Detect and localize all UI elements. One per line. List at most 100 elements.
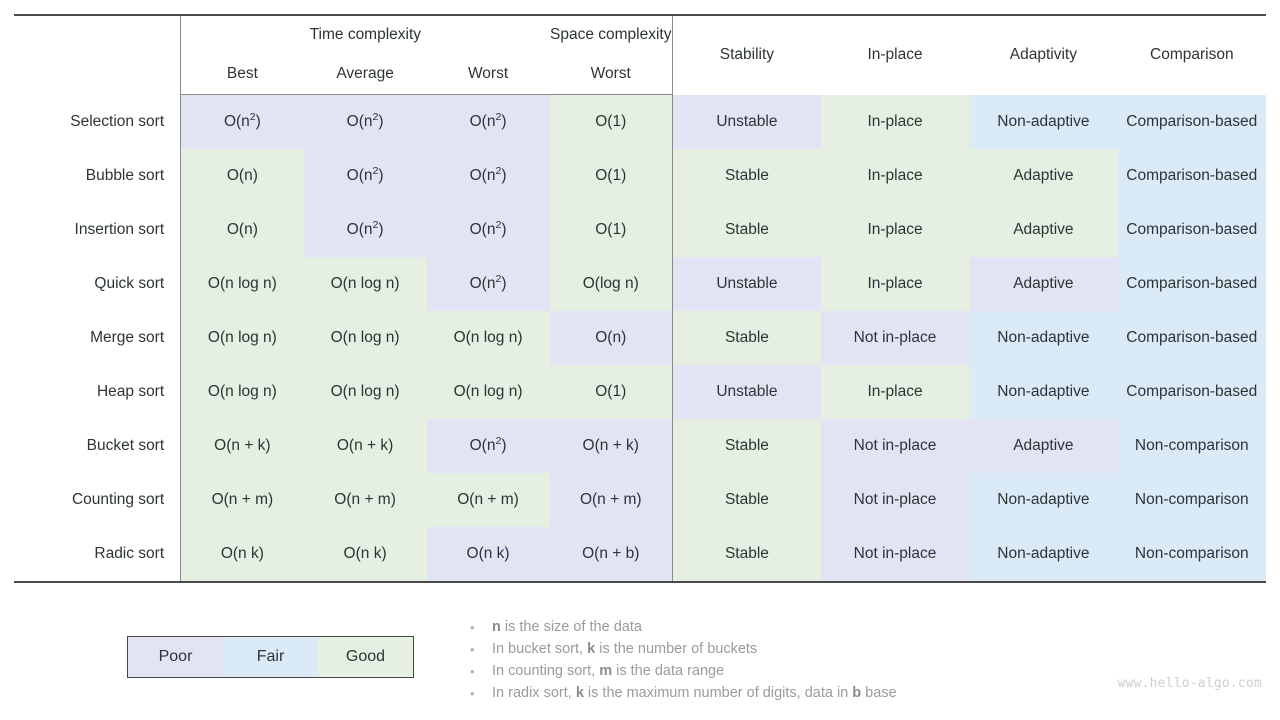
bullet-icon: • [470, 664, 475, 679]
cell: O(n log n) [426, 311, 550, 365]
cell: In-place [820, 94, 970, 149]
cell: Non-adaptive [969, 94, 1118, 149]
cell: O(n + m) [180, 473, 304, 527]
footnote-text: In bucket sort, k is the number of bucke… [492, 641, 758, 657]
header-stability: Stability [671, 14, 821, 95]
cell: Comparison-based [1117, 203, 1266, 257]
cell: Unstable [671, 94, 821, 149]
footnote-text: n is the size of the data [492, 619, 642, 635]
cell: O(n log n) [303, 257, 427, 311]
cell: Comparison-based [1117, 94, 1266, 149]
cell: O(n log n) [180, 257, 304, 311]
cell: Non-adaptive [969, 473, 1118, 527]
header-comparison: Comparison [1117, 14, 1266, 95]
cell: Non-adaptive [969, 311, 1118, 365]
cell: O(n2) [303, 94, 427, 149]
cell: O(n log n) [303, 311, 427, 365]
cell: Comparison-based [1117, 149, 1266, 203]
cell: Comparison-based [1117, 257, 1266, 311]
subheader-2-worst: Worst [426, 54, 550, 95]
cell: O(log n) [549, 257, 673, 311]
cell: Non-comparison [1117, 527, 1266, 583]
cell: O(n k) [180, 527, 304, 583]
cell: O(n2) [426, 94, 550, 149]
row-label-heap-sort: Heap sort [14, 365, 181, 419]
cell: Not in-place [820, 527, 970, 583]
cell: O(n2) [303, 149, 427, 203]
legend-item-fair: Fair [223, 637, 318, 677]
cell: O(n2) [426, 257, 550, 311]
cell: Adaptive [969, 203, 1118, 257]
legend-label: Poor [158, 648, 193, 665]
cell: O(n + m) [426, 473, 550, 527]
cell: O(n + b) [549, 527, 673, 583]
header-adaptivity: Adaptivity [969, 14, 1118, 95]
cell: Stable [671, 311, 821, 365]
cell: In-place [820, 203, 970, 257]
cell: O(n) [549, 311, 673, 365]
cell: Adaptive [969, 149, 1118, 203]
cell: In-place [820, 149, 970, 203]
cell: O(n log n) [180, 365, 304, 419]
bullet-icon: • [470, 620, 475, 635]
bullet-icon: • [470, 686, 475, 701]
footnote-text: In counting sort, m is the data range [492, 663, 725, 679]
cell: O(n log n) [426, 365, 550, 419]
cell: Non-comparison [1117, 419, 1266, 473]
site-watermark: www.hello-algo.com [1117, 676, 1262, 691]
cell: O(n) [180, 203, 304, 257]
cell: O(n + k) [303, 419, 427, 473]
row-label-insertion-sort: Insertion sort [14, 203, 181, 257]
footnote-item: • In radix sort, k is the maximum number … [470, 683, 1070, 704]
cell: O(n k) [303, 527, 427, 583]
header-in-place: In-place [820, 14, 970, 95]
cell: Non-comparison [1117, 473, 1266, 527]
legend-item-good: Good [318, 637, 413, 677]
row-label-bubble-sort: Bubble sort [14, 149, 181, 203]
cell: Comparison-based [1117, 365, 1266, 419]
row-label-radic-sort: Radic sort [14, 527, 181, 583]
cell: Unstable [671, 257, 821, 311]
row-label-quick-sort: Quick sort [14, 257, 181, 311]
cell: O(n k) [426, 527, 550, 583]
cell: O(1) [549, 203, 673, 257]
legend-label: Good [345, 648, 386, 665]
cell: O(n + k) [549, 419, 673, 473]
cell: In-place [820, 257, 970, 311]
cell: O(n2) [303, 203, 427, 257]
cell: Stable [671, 527, 821, 583]
header-space-complexity: Space complexity [549, 14, 673, 54]
footnote-item: • In bucket sort, k is the number of buck… [470, 639, 1070, 660]
header-time-complexity: Time complexity [180, 14, 550, 54]
legend-item-poor: Poor [128, 637, 223, 677]
bullet-icon: • [470, 642, 475, 657]
cell: Stable [671, 473, 821, 527]
quality-legend: Poor Fair Good [127, 636, 414, 678]
cell: O(n2) [426, 419, 550, 473]
cell: O(n2) [426, 149, 550, 203]
subheader-0-best: Best [180, 54, 304, 95]
cell: In-place [820, 365, 970, 419]
cell: Comparison-based [1117, 311, 1266, 365]
cell: Unstable [671, 365, 821, 419]
row-label-counting-sort: Counting sort [14, 473, 181, 527]
footnote-item: • n is the size of the data [470, 617, 1070, 638]
cell: O(1) [549, 94, 673, 149]
subheader-1-average: Average [303, 54, 427, 95]
footnote-text: In radix sort, k is the maximum number o… [492, 685, 897, 701]
header-corner-blank [14, 14, 181, 95]
cell: Not in-place [820, 311, 970, 365]
cell: Adaptive [969, 257, 1118, 311]
